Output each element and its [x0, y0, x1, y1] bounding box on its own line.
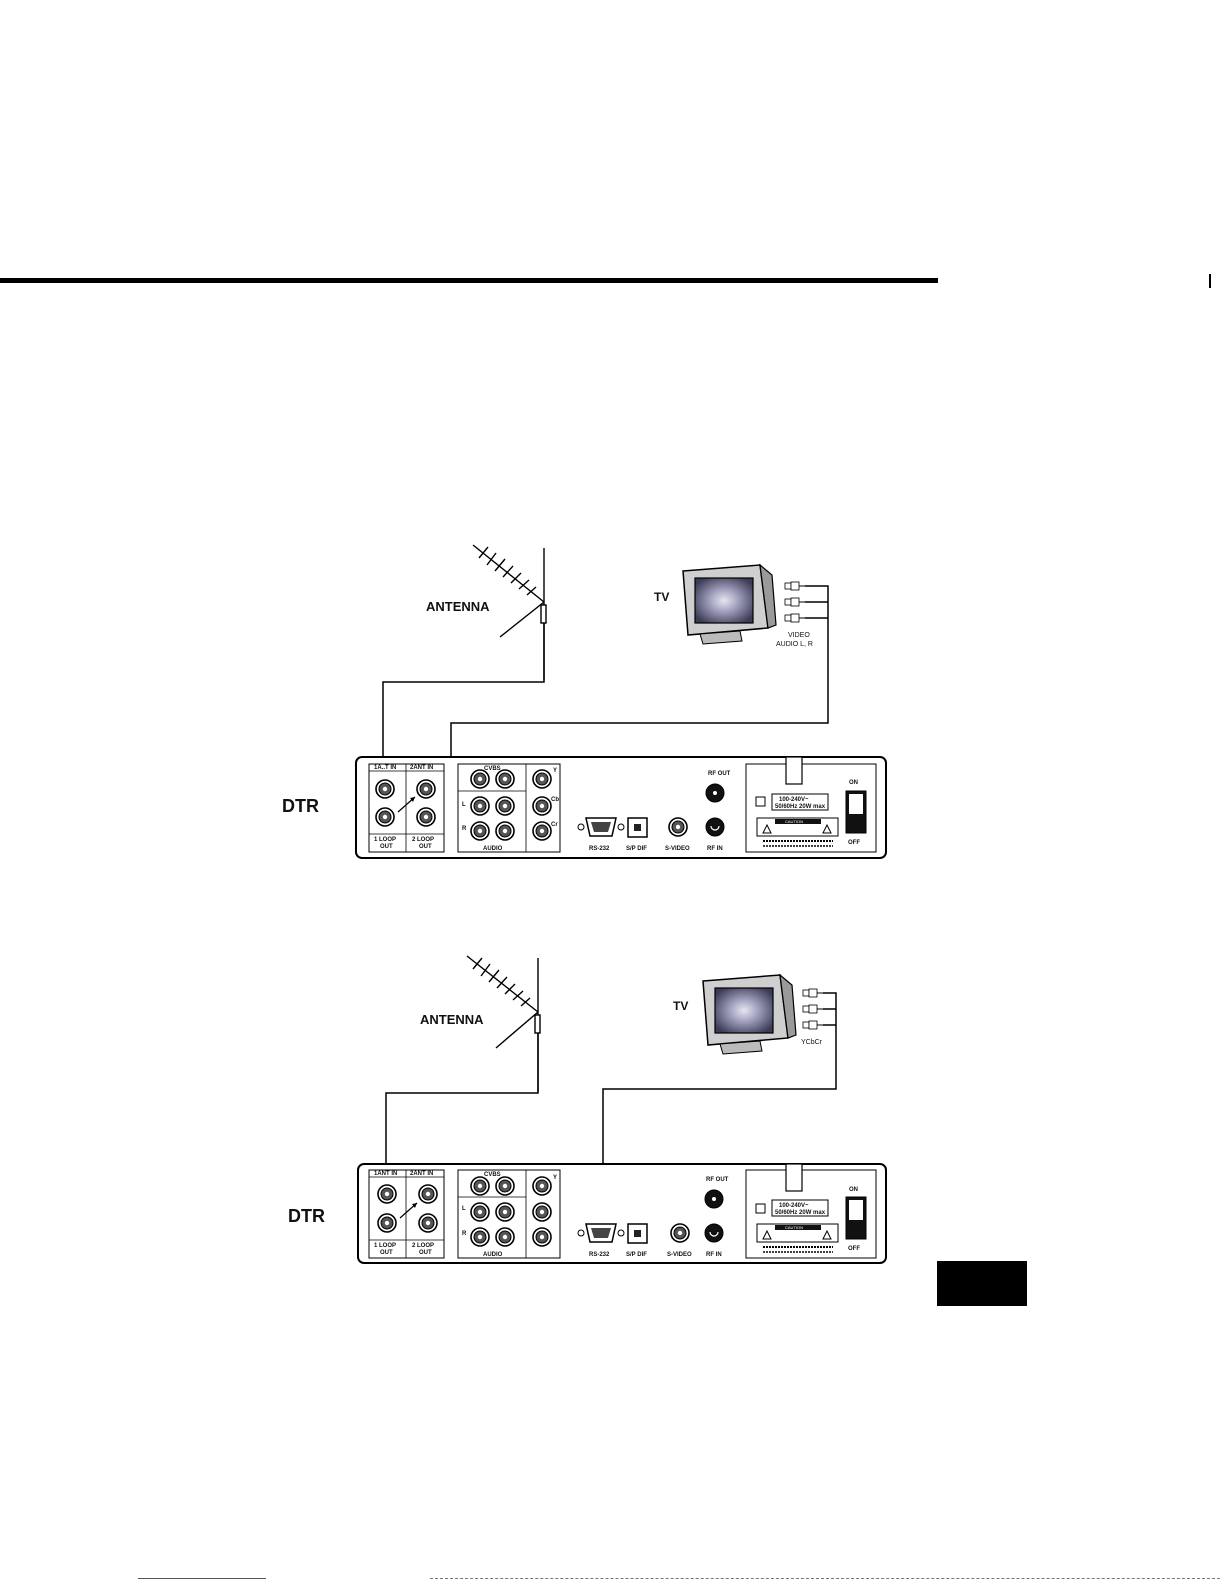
svg-text:S-VIDEO: S-VIDEO [665, 846, 690, 852]
video-label: VIDEO [788, 632, 810, 639]
svg-text:CVBS: CVBS [484, 766, 501, 772]
antenna-label: ANTENNA [426, 599, 490, 614]
page-tab-marker [937, 1261, 1027, 1306]
svg-text:1ANT IN: 1ANT IN [374, 1171, 397, 1177]
svg-text:Cb: Cb [551, 797, 559, 803]
svg-text:RS-232: RS-232 [589, 846, 610, 852]
svg-text:RS-232: RS-232 [589, 1252, 610, 1258]
svg-text:R: R [462, 1231, 467, 1237]
svg-text:OFF: OFF [848, 840, 860, 846]
svg-text:OUT: OUT [380, 844, 393, 850]
svg-text:AUDIO: AUDIO [483, 1252, 503, 1258]
dtr-back-panel: 1A..T IN 2ANT IN 1 LOOP 2 LOOP OUT OUT C… [355, 756, 887, 859]
footer-line-right [430, 1578, 1220, 1580]
svg-text:RF IN: RF IN [706, 1252, 722, 1258]
svg-text:100-240V~: 100-240V~ [779, 1203, 809, 1209]
svg-text:Y: Y [553, 768, 557, 774]
diagram-composite: ANTENNA TV VIDEO AUDIO L, R [282, 544, 887, 859]
rs232-port [577, 817, 625, 837]
svg-text:Cr: Cr [551, 822, 558, 828]
svg-text:ON: ON [849, 1187, 858, 1193]
svg-text:L: L [462, 1206, 466, 1212]
svg-text:L: L [462, 802, 466, 808]
svg-text:CAUTION: CAUTION [785, 819, 803, 824]
svg-text:OFF: OFF [848, 1246, 860, 1252]
svg-text:100-240V~: 100-240V~ [779, 797, 809, 803]
rs232-port [577, 1223, 625, 1243]
svg-text:50/60Hz 20W max: 50/60Hz 20W max [775, 804, 826, 810]
svg-text:OUT: OUT [419, 1250, 432, 1256]
dtr-label: DTR [288, 1206, 325, 1226]
svg-text:50/60Hz 20W max: 50/60Hz 20W max [775, 1210, 826, 1216]
svg-text:1 LOOP: 1 LOOP [374, 837, 396, 843]
tv-icon [682, 563, 777, 645]
svg-text:2ANT IN: 2ANT IN [410, 765, 433, 771]
tv-icon [702, 973, 797, 1055]
svg-text:OUT: OUT [380, 1250, 393, 1256]
svg-text:CAUTION: CAUTION [785, 1225, 803, 1230]
svg-text:Y: Y [553, 1175, 557, 1181]
tv-label: TV [673, 999, 688, 1013]
edge-tick [1209, 274, 1211, 288]
svg-text:AUDIO: AUDIO [483, 846, 503, 852]
ycbcr-label: YCbCr [801, 1039, 823, 1046]
dtr-back-panel: 1ANT IN 2ANT IN 1 LOOP 2 LOOP OUT OUT CV… [357, 1163, 887, 1264]
audio-label: AUDIO L, R [776, 641, 813, 648]
svg-text:S/P DIF: S/P DIF [626, 846, 647, 852]
antenna-label: ANTENNA [420, 1012, 484, 1027]
svg-text:RF OUT: RF OUT [706, 1177, 729, 1183]
svg-text:1A..T IN: 1A..T IN [374, 765, 396, 771]
footer-line-left [138, 1578, 266, 1579]
svg-text:S/P DIF: S/P DIF [626, 1252, 647, 1258]
svg-text:S-VIDEO: S-VIDEO [667, 1252, 692, 1258]
svg-text:ON: ON [849, 780, 858, 786]
svg-text:CVBS: CVBS [484, 1172, 501, 1178]
svg-text:2 LOOP: 2 LOOP [412, 837, 434, 843]
svg-text:2ANT IN: 2ANT IN [410, 1171, 433, 1177]
svg-text:1 LOOP: 1 LOOP [374, 1243, 396, 1249]
svg-text:RF IN: RF IN [707, 846, 723, 852]
svg-text:2 LOOP: 2 LOOP [412, 1243, 434, 1249]
header-rule [0, 278, 938, 283]
svg-text:R: R [462, 826, 467, 832]
svg-text:OUT: OUT [419, 844, 432, 850]
tv-label: TV [654, 590, 669, 604]
tv-rca-plugs [784, 581, 806, 623]
dtr-label: DTR [282, 796, 319, 816]
svg-text:RF OUT: RF OUT [708, 771, 731, 777]
tv-rca-plugs [802, 988, 824, 1030]
diagram-component: ANTENNA TV YCbCr [288, 955, 887, 1264]
